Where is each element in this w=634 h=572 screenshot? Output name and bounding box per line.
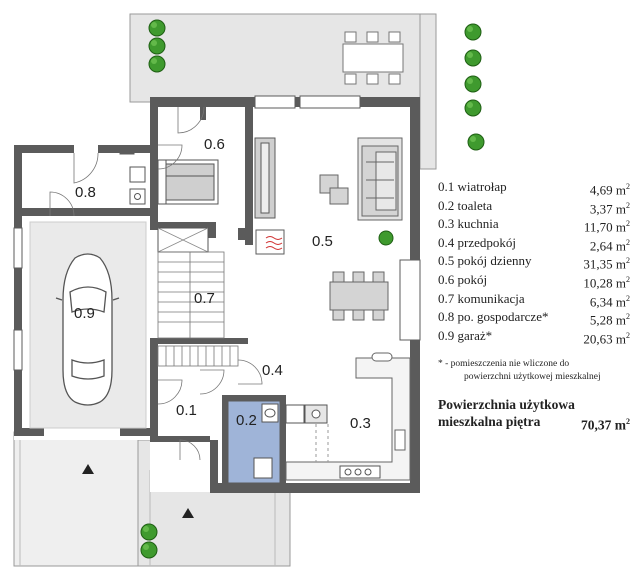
- legend-label: 0.5 pokój dzienny: [438, 253, 532, 269]
- room-label-0.8: 0.8: [75, 184, 96, 201]
- room-label-0.9: 0.9: [74, 305, 95, 322]
- legend-row: 0.8 po. gospodarcze* 5,28 m2: [438, 308, 630, 327]
- legend-label: 0.4 przedpokój: [438, 234, 516, 250]
- total-value: 70,37 m2: [581, 417, 630, 433]
- legend-area: 2,64 m2: [589, 237, 630, 254]
- room-label-0.5: 0.5: [312, 233, 333, 250]
- legend-area: 6,34 m2: [589, 293, 630, 309]
- legend-label: 0.8 po. gospodarcze*: [438, 309, 549, 325]
- legend-row: 0.5 pokój dzienny 31,35 m2: [438, 252, 630, 271]
- terrace-table-icon: [342, 31, 404, 85]
- legend-row: 0.4 przedpokój 2,64 m2: [438, 234, 630, 253]
- footnote-line: powierzchni użytkowej mieszkalnej: [464, 372, 601, 382]
- legend-row: 0.9 garaż* 20,63 m2: [438, 327, 630, 346]
- room-label-0.2: 0.2: [236, 412, 257, 429]
- stove-icon: [339, 465, 381, 479]
- door-swing: [73, 152, 99, 184]
- room-label-0.6: 0.6: [204, 136, 225, 153]
- legend-row: 0.2 toaleta 3,37 m2: [438, 197, 630, 216]
- windows: [13, 95, 421, 371]
- legend-area: 20,63 m2: [583, 330, 630, 347]
- kitchen-counter: [285, 352, 411, 481]
- room-label-0.3: 0.3: [350, 415, 371, 432]
- legend-label: 0.6 pokój: [438, 271, 488, 287]
- legend-label: 0.7 komunikacja: [438, 290, 525, 306]
- stairs-icon: [157, 251, 239, 367]
- legend-row: 0.7 komunikacja 6,34 m2: [438, 290, 630, 309]
- legend-area: 4,69 m2: [589, 182, 630, 198]
- legend-area: 5,28 m2: [589, 312, 630, 328]
- interior-walls: [22, 105, 286, 485]
- footnote: * - pomieszczenia nie wliczone do powier…: [438, 358, 630, 384]
- dining-table-icon: [329, 271, 389, 321]
- legend-label: 0.9 garaż*: [438, 327, 493, 343]
- legend-row: 0.1 wiatrołap 4,69 m2: [438, 178, 630, 197]
- legend-label: 0.1 wiatrołap: [438, 179, 507, 194]
- bed-icon: [157, 159, 219, 205]
- car-icon: [55, 253, 120, 406]
- sink-icon: [129, 166, 146, 205]
- entrance-arrow-icon: [182, 508, 194, 518]
- legend-label: 0.2 toaleta: [438, 197, 493, 213]
- legend-area: 3,37 m2: [589, 200, 630, 216]
- legend-row: 0.6 pokój 10,28 m2: [438, 271, 630, 290]
- legend-area: 10,28 m2: [583, 274, 630, 291]
- footnote-line: * - pomieszczenia nie wliczone do: [438, 359, 570, 369]
- total-subtitle: mieszkalna piętra: [438, 414, 541, 429]
- room-label-0.1: 0.1: [176, 402, 197, 419]
- fireplace-icon: [254, 137, 285, 255]
- toilet-icon: [253, 403, 279, 479]
- driveway: [13, 431, 139, 567]
- total-area: Powierzchnia użytkowa mieszkalna piętra …: [438, 396, 630, 434]
- room-label-0.7: 0.7: [194, 290, 215, 307]
- legend-area: 11,70 m2: [583, 219, 630, 235]
- total-title: Powierzchnia użytkowa: [438, 397, 575, 412]
- entrance-arrow-icon: [82, 464, 94, 474]
- room-label-0.4: 0.4: [262, 362, 283, 379]
- right-terrace: [419, 13, 437, 170]
- legend-label: 0.3 kuchnia: [438, 216, 499, 232]
- legend-row: 0.3 kuchnia 11,70 m2: [438, 215, 630, 234]
- legend-area: 31,35 m2: [583, 256, 630, 272]
- sofa-icon: [357, 137, 403, 221]
